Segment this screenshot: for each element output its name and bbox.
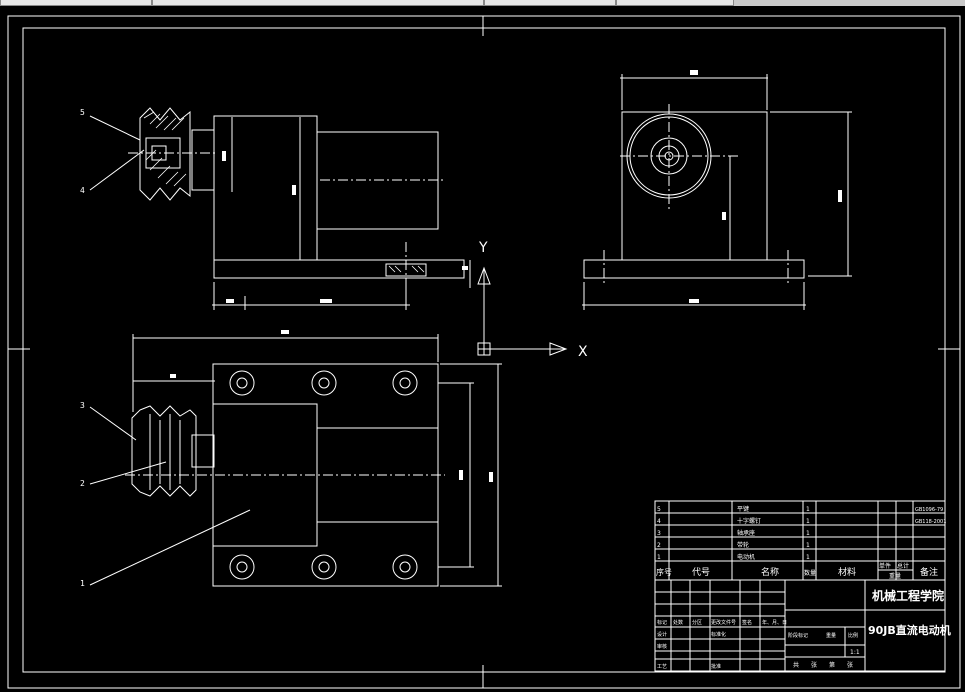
svg-text:签名: 签名 — [742, 619, 752, 626]
svg-text:张: 张 — [847, 661, 853, 669]
svg-text:年、月、日: 年、月、日 — [762, 619, 787, 626]
leader-lines — [89, 115, 251, 586]
balloon-2: 2 — [80, 479, 85, 488]
svg-text:处数: 处数 — [673, 619, 683, 626]
svg-text:数量: 数量 — [804, 569, 816, 577]
balloon-1: 1 — [80, 579, 85, 588]
scale-value: 1:1 — [850, 649, 860, 656]
sign-rows: 标记 处数 分区 更改文件号 签名 年、月、日 设计 标准化 审核 工艺 批准 — [657, 619, 787, 670]
tab-1[interactable] — [0, 0, 152, 6]
svg-text:批准: 批准 — [711, 663, 721, 670]
svg-text:标准化: 标准化 — [711, 631, 726, 638]
bom-rows: 5 平键 1 GB1096-79 4 十字螺钉 1 GB118-2001 3 轴… — [657, 505, 946, 561]
svg-text:总计: 总计 — [897, 562, 909, 570]
bom-qty: 1 — [806, 542, 810, 549]
bom-remark: GB1096-79 — [915, 507, 943, 513]
bom-qty: 1 — [806, 530, 810, 537]
svg-text:工艺: 工艺 — [657, 664, 667, 670]
ucs-axis-icon — [477, 266, 568, 356]
svg-text:更改文件号: 更改文件号 — [711, 619, 736, 626]
svg-text:备注: 备注 — [920, 566, 938, 578]
tab-strip — [0, 0, 965, 6]
side-view — [582, 70, 852, 310]
centering-marks — [8, 16, 960, 688]
tab-2[interactable] — [152, 0, 484, 6]
svg-text:张: 张 — [811, 661, 817, 669]
title-block — [654, 500, 946, 672]
svg-text:标记: 标记 — [657, 619, 667, 626]
svg-text:分区: 分区 — [692, 619, 702, 626]
bom-no: 5 — [657, 506, 661, 513]
tab-4[interactable] — [616, 0, 734, 6]
top-view — [125, 330, 502, 587]
bom-name: 电动机 — [737, 553, 755, 561]
bom-qty: 1 — [806, 518, 810, 525]
svg-text:重量: 重量 — [826, 632, 836, 639]
svg-text:名称: 名称 — [761, 566, 779, 578]
bom-name: 平键 — [737, 505, 749, 513]
svg-text:审核: 审核 — [657, 643, 667, 650]
bom-header: 序号 代号 名称 数量 材料 单件 总计 重量 备注 — [656, 562, 938, 580]
bom-qty: 1 — [806, 554, 810, 561]
svg-text:共: 共 — [793, 661, 799, 669]
stage-labels: 阶段标记 重量 比例 共 张 第 张 — [788, 632, 858, 669]
bom-qty: 1 — [806, 506, 810, 513]
school-name: 机械工程学院 — [872, 588, 944, 603]
balloon-4: 4 — [80, 186, 85, 195]
product-name: 90JB直流电动机 — [868, 623, 951, 637]
svg-text:设计: 设计 — [657, 631, 667, 638]
bom-name: 带轮 — [737, 541, 749, 549]
bom-no: 2 — [657, 542, 661, 549]
frame-border — [22, 27, 946, 673]
bom-name: 轴承座 — [737, 529, 755, 537]
bom-no: 3 — [657, 530, 661, 537]
bom-no: 1 — [657, 554, 661, 561]
tab-3[interactable] — [484, 0, 616, 6]
axis-y-label: Y — [478, 240, 488, 256]
bom-name: 十字螺钉 — [737, 517, 761, 525]
bolt-holes — [229, 370, 418, 580]
svg-text:序号: 序号 — [656, 567, 672, 577]
bom-no: 4 — [657, 518, 661, 525]
balloon-5: 5 — [80, 108, 85, 117]
sheet-border — [7, 15, 961, 689]
svg-text:材料: 材料 — [838, 566, 856, 578]
svg-text:阶段标记: 阶段标记 — [788, 632, 808, 639]
svg-text:代号: 代号 — [692, 567, 710, 578]
bom-remark: GB118-2001 — [915, 519, 946, 525]
balloon-3: 3 — [80, 401, 85, 410]
axis-x-label: X — [578, 344, 588, 360]
svg-text:第: 第 — [829, 661, 835, 669]
svg-text:重量: 重量 — [889, 572, 901, 580]
svg-text:比例: 比例 — [848, 632, 858, 639]
front-view — [128, 107, 471, 310]
svg-text:单件: 单件 — [879, 562, 891, 570]
